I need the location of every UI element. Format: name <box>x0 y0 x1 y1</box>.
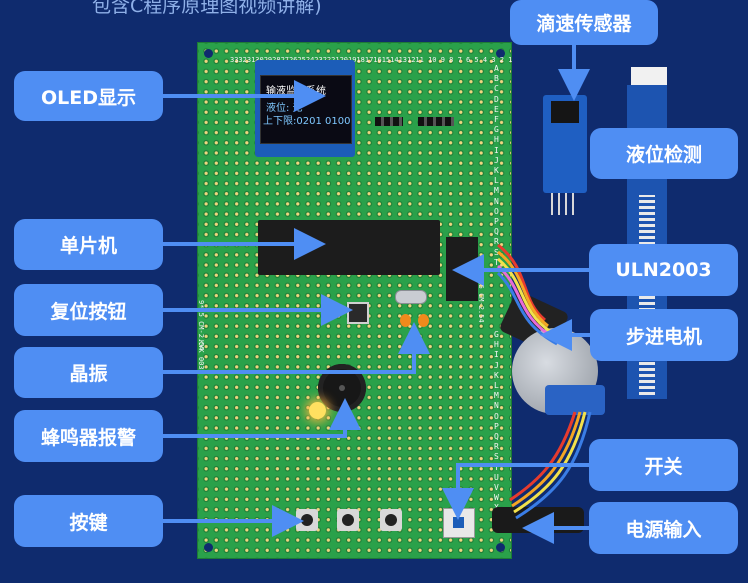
capacitor <box>400 314 411 327</box>
drip-speed-sensor <box>543 95 587 193</box>
pcb-column-numbers: 3332313029282726252423222120191817161514… <box>230 56 513 64</box>
label-mcu: 单片机 <box>14 219 163 270</box>
label-reset: 复位按钮 <box>14 284 163 336</box>
label-level-detect: 液位检测 <box>590 128 738 179</box>
pcb-row-letters-top: ABCDEFGHIJKLMNOPQRST <box>494 64 499 267</box>
label-switch: 开关 <box>589 439 738 491</box>
label-crystal: 晶振 <box>14 347 163 398</box>
stepper-motor-housing <box>545 385 605 415</box>
header-text: 包含C程序原理图视频讲解) <box>92 0 322 17</box>
mount-hole <box>496 543 505 552</box>
label-buzzer: 蜂鸣器报警 <box>14 410 163 462</box>
led-light <box>309 402 326 419</box>
label-power: 电源输入 <box>589 502 738 554</box>
mcu-chip <box>258 220 440 275</box>
oled-line-2: 液位: 无 <box>266 103 303 114</box>
crystal-oscillator <box>395 290 427 304</box>
mount-hole <box>204 543 213 552</box>
mount-hole <box>204 49 213 58</box>
label-uln2003: ULN2003 <box>589 244 738 296</box>
label-oled: OLED显示 <box>14 71 163 121</box>
pin-header <box>375 117 403 126</box>
sensor-pins <box>551 193 579 215</box>
pin-header <box>418 117 454 126</box>
key-button <box>337 509 359 531</box>
oled-line-3: 上下限:0201 0100 <box>263 116 351 127</box>
capacitor <box>418 314 429 327</box>
label-keys: 按键 <box>14 495 163 547</box>
key-button <box>380 509 402 531</box>
mount-hole <box>496 49 505 58</box>
label-drip-sensor: 滴速传感器 <box>510 0 658 45</box>
label-stepper: 步进电机 <box>590 309 738 361</box>
